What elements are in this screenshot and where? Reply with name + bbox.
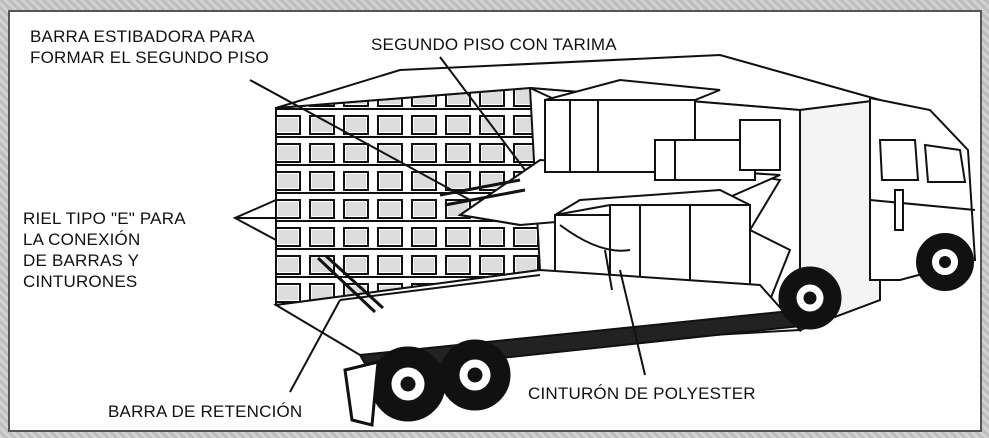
polyester-strap bbox=[559, 224, 631, 291]
upper-cargo bbox=[544, 78, 781, 181]
leader-lines bbox=[232, 56, 646, 393]
label-barra-estibadora: BARRA ESTIBADORA PARA FORMAR EL SEGUNDO … bbox=[30, 27, 269, 67]
truck-cab bbox=[869, 96, 977, 291]
retention-bar bbox=[316, 254, 385, 314]
stevedore-bar bbox=[439, 178, 526, 207]
label-segundo-piso: SEGUNDO PISO CON TARIMA bbox=[371, 35, 617, 54]
trailer-rear-wheels bbox=[343, 339, 511, 427]
label-barra-retencion: BARRA DE RETENCIÓN bbox=[108, 402, 303, 421]
label-riel-tipo-e: RIEL TIPO "E" PARA LA CONEXIÓN DE BARRAS… bbox=[23, 209, 186, 291]
label-cinturon: CINTURÓN DE POLYESTER bbox=[528, 384, 756, 403]
trailer-front-wheels bbox=[778, 266, 842, 330]
